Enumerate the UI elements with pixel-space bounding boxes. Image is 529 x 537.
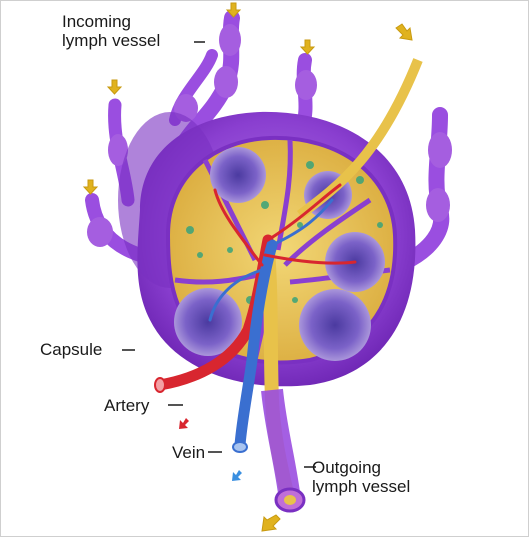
nodule-bottom-right: [299, 289, 371, 361]
label-outgoing-lymph-vessel: Outgoing lymph vessel: [312, 458, 410, 496]
label-capsule: Capsule: [40, 340, 102, 359]
label-outgoing-line1: Outgoing: [312, 458, 410, 477]
nodule-top-left: [210, 147, 266, 203]
label-outgoing-line2: lymph vessel: [312, 477, 410, 496]
label-incoming-line1: Incoming: [62, 12, 160, 31]
label-artery: Artery: [104, 396, 149, 415]
label-vein: Vein: [172, 443, 205, 462]
label-incoming-lymph-vessel: Incoming lymph vessel: [62, 12, 160, 50]
blue-arrow-icon: [232, 470, 242, 481]
red-arrow-icon: [179, 418, 189, 429]
label-incoming-line2: lymph vessel: [62, 31, 160, 50]
